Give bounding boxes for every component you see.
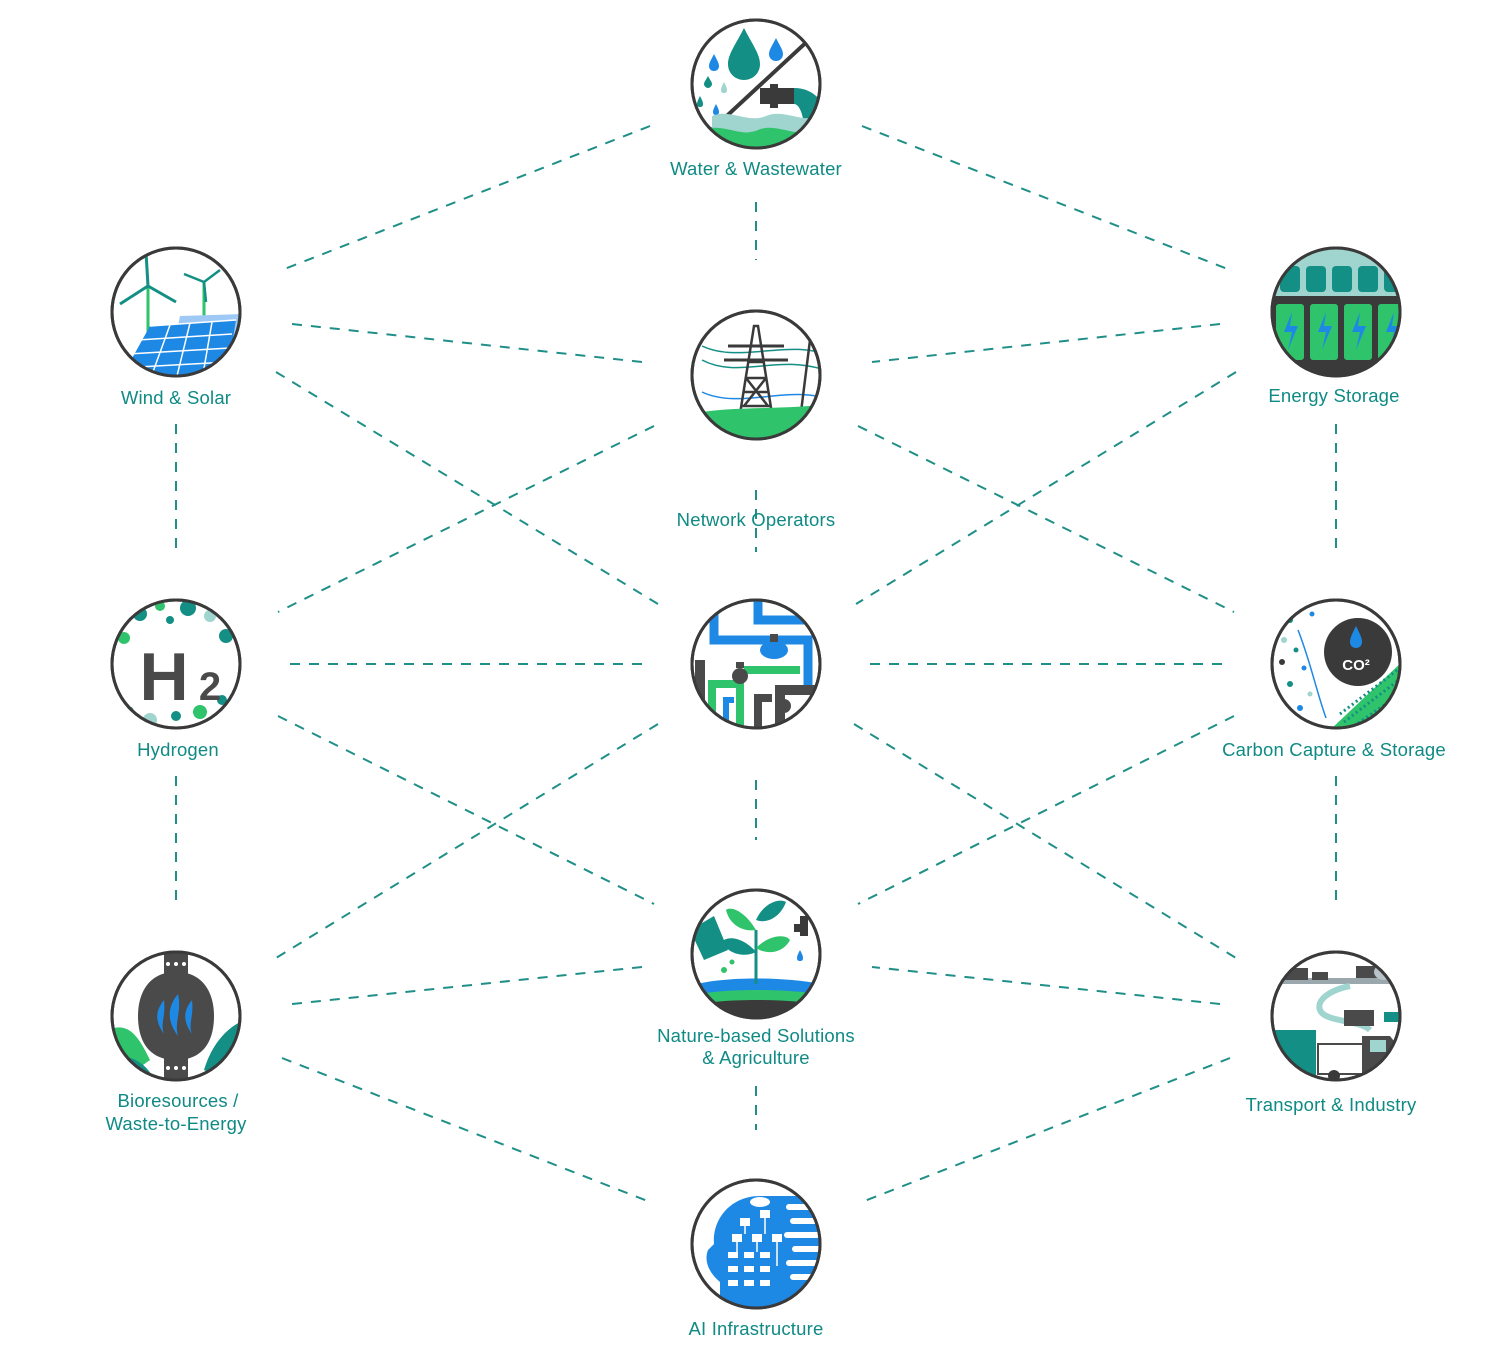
node-water [690,18,822,150]
label-network: Network Operators [677,509,836,530]
node-carbon: CO² [1270,598,1402,730]
edge-bio-nature [291,966,643,1005]
svg-text:2: 2 [199,665,221,709]
edge-network-hydrogen [277,425,655,613]
label-nature-line1: Nature-based Solutions [657,1025,855,1046]
edge-hydrogen-nature [277,715,655,905]
label-nature-line2: & Agriculture [702,1047,810,1068]
label-transport: Transport & Industry [1246,1094,1417,1115]
edge-transport-nature [871,966,1221,1005]
label-wind: Wind & Solar [121,387,231,408]
node-network [690,309,822,441]
edge-bio-ai [281,1057,651,1203]
label-water: Water & Wastewater [670,158,842,179]
label-bio-line2: Waste-to-Energy [105,1113,247,1134]
connector-lines [175,125,1337,1203]
label-hydrogen: Hydrogen [137,739,219,760]
label-carbon: Carbon Capture & Storage [1222,739,1446,760]
water-droplets-pipe-icon [692,22,820,148]
node-storage [1270,246,1402,378]
node-hydrogen: H 2 [110,598,242,730]
svg-text:H: H [139,639,188,715]
label-storage: Energy Storage [1268,385,1399,406]
node-transport [1270,950,1402,1082]
hydrogen-molecule-icon: H 2 [118,600,233,727]
svg-text:CO²: CO² [1342,657,1370,674]
edge-transport-ai [861,1057,1231,1203]
edge-network-carbon [857,425,1235,613]
label-bio-line1: Bioresources / [117,1090,239,1111]
node-pipes [690,598,822,730]
edge-water-wind [281,125,651,271]
node-nature [690,888,822,1020]
edge-wind-network [291,323,643,363]
edge-carbon-nature [857,715,1235,905]
node-bio [110,950,242,1082]
edge-storage-network [871,323,1221,363]
edge-pipes-bio [275,723,659,959]
edge-wind-pipes [275,371,659,605]
edge-water-storage [861,125,1231,271]
label-ai: AI Infrastructure [688,1318,823,1339]
edge-pipes-transport [853,723,1237,959]
node-wind [110,246,242,378]
node-ai [690,1178,822,1310]
edge-storage-pipes [855,371,1237,605]
